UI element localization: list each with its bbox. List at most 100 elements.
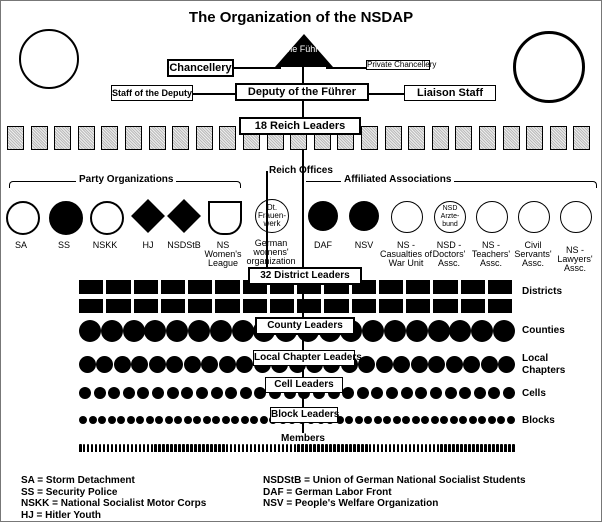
legend-item: NSDStB = Union of German National Social…: [263, 475, 526, 486]
hierarchy-mark: [384, 320, 407, 342]
member-mark: [82, 444, 86, 452]
hierarchy-mark: [79, 387, 91, 399]
district-mark: [433, 299, 458, 313]
member-mark: [321, 444, 324, 452]
hierarchy-mark: [79, 355, 96, 373]
member-mark: [277, 444, 281, 452]
hierarchy-mark: [218, 355, 236, 373]
connector: [191, 93, 236, 95]
hierarchy-mark: [342, 387, 355, 399]
district-mark: [215, 280, 240, 294]
hierarchy-mark: [79, 416, 87, 424]
connector: [366, 93, 406, 95]
member-mark: [126, 444, 130, 452]
emblem-ns-women-s-league-icon: [208, 201, 242, 235]
leader-box-3: Cell Leaders: [265, 377, 343, 393]
hierarchy-mark: [459, 416, 468, 424]
member-mark: [233, 444, 237, 452]
hierarchy-mark: [445, 355, 463, 373]
member-mark: [194, 444, 197, 452]
frauenwerk-label: German womens' organization: [246, 238, 296, 266]
legend-item: NSV = People's Welfare Organization: [263, 498, 439, 509]
member-mark: [392, 444, 396, 452]
private-chancellery-box: Private Chancellery: [366, 60, 437, 70]
connector: [326, 67, 366, 69]
hierarchy-mark: [488, 387, 501, 399]
member-mark: [178, 444, 181, 452]
hierarchy-mark: [113, 355, 131, 373]
district-mark: [133, 299, 158, 313]
hierarchy-mark: [497, 416, 506, 424]
member-mark: [452, 444, 455, 452]
unit-label: Local Chapters: [522, 353, 566, 376]
hierarchy-mark: [345, 416, 354, 424]
hierarchy-mark: [122, 320, 145, 342]
member-mark: [98, 444, 102, 452]
hierarchy-mark: [373, 416, 382, 424]
hierarchy-mark: [259, 416, 268, 424]
hierarchy-mark: [487, 416, 496, 424]
member-mark: [273, 444, 277, 452]
hierarchy-mark: [393, 355, 411, 373]
staff-deputy-box: Staff of the Deputy: [111, 85, 193, 101]
reich-offices-label: Reich Offices: [269, 165, 333, 176]
hierarchy-mark: [410, 355, 428, 373]
affiliated-emblem-icon: [560, 201, 592, 233]
member-mark: [428, 444, 432, 452]
member-mark: [448, 444, 451, 452]
member-mark: [337, 444, 340, 452]
member-mark: [86, 444, 90, 452]
hierarchy-mark: [444, 387, 457, 399]
emblem-nsdstb-icon: [167, 199, 201, 233]
hierarchy-mark: [449, 416, 458, 424]
party-org-label: SS: [57, 240, 70, 250]
hierarchy-mark: [174, 416, 183, 424]
member-mark: [186, 444, 189, 452]
hierarchy-mark: [195, 387, 208, 399]
reich-office-box: [384, 126, 402, 150]
hierarchy-mark: [181, 387, 194, 399]
hierarchy-mark: [421, 416, 430, 424]
member-mark: [301, 444, 304, 452]
hierarchy-mark: [239, 387, 252, 399]
party-org-label: NS Women's League: [204, 240, 242, 268]
member-mark: [257, 444, 261, 452]
legend-item: SA = Storm Detachment: [21, 475, 135, 486]
district-mark: [406, 280, 431, 294]
hierarchy-mark: [402, 416, 411, 424]
member-mark: [229, 444, 233, 452]
member-mark: [106, 444, 110, 452]
hierarchy-mark: [187, 320, 210, 342]
member-mark: [361, 444, 364, 452]
hierarchy-mark: [201, 355, 219, 373]
hierarchy-mark: [427, 320, 450, 342]
reich-office-box: [172, 126, 190, 150]
hierarchy-mark: [468, 416, 477, 424]
hierarchy-mark: [400, 387, 413, 399]
member-mark: [476, 444, 479, 452]
legend-item: SS = Security Police: [21, 486, 118, 498]
member-mark: [380, 444, 384, 452]
fuhrer-triangle: [275, 34, 333, 67]
district-mark: [160, 280, 185, 294]
member-mark: [309, 444, 312, 452]
member-mark: [329, 444, 332, 452]
member-mark: [440, 444, 443, 452]
member-mark: [102, 444, 106, 452]
district-mark: [406, 299, 431, 313]
affiliated-label: NSD - Doctors' Assc.: [432, 240, 466, 268]
member-mark: [496, 444, 499, 452]
member-mark: [134, 444, 138, 452]
legend-item: DAF = German Labor Front: [263, 486, 392, 498]
reich-office-box: [195, 126, 213, 150]
hierarchy-mark: [164, 416, 173, 424]
hierarchy-mark: [463, 355, 481, 373]
member-mark: [202, 444, 205, 452]
frauenwerk-emblem-icon: Dt. Frauen-werk: [255, 199, 289, 233]
member-mark: [420, 444, 424, 452]
party-org-label: NSKK: [92, 240, 118, 250]
hierarchy-mark: [166, 387, 179, 399]
hierarchy-mark: [88, 416, 97, 424]
member-mark: [432, 444, 436, 452]
member-mark: [190, 444, 193, 452]
